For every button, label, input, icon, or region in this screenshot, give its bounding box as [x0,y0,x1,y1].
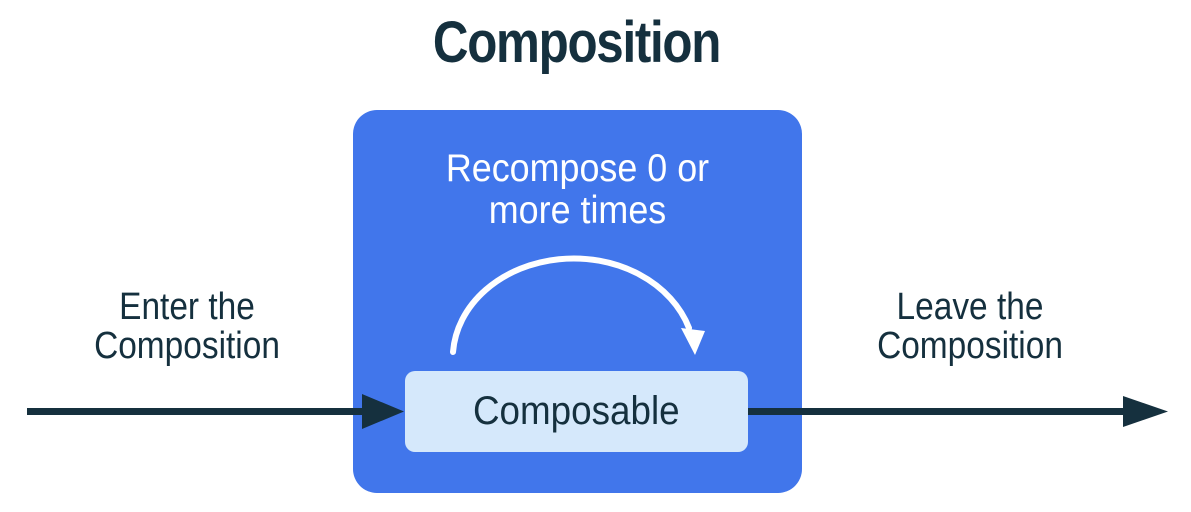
leave-label-line1: Leave the [896,286,1044,328]
enter-composition-label: Enter the Composition [46,288,328,366]
recompose-label: Recompose 0 or more times [371,148,784,232]
enter-label-line1: Enter the [119,286,255,328]
recompose-label-line1: Recompose 0 or [445,147,710,190]
leave-arrow-icon [748,396,1168,427]
recompose-label-line2: more times [488,189,667,232]
composable-node: Composable [405,371,748,452]
enter-arrow-icon [27,394,404,429]
leave-composition-label: Leave the Composition [829,288,1111,366]
enter-label-line2: Composition [94,325,280,367]
leave-label-line2: Composition [877,325,1063,367]
diagram-title: Composition [432,10,721,75]
composable-label: Composable [473,389,680,433]
